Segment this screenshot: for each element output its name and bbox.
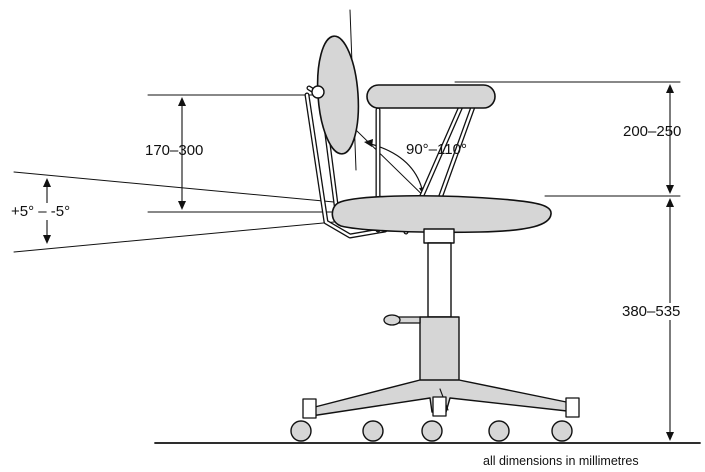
height-lever-knob <box>383 314 401 326</box>
caster-wheel-1 <box>290 420 312 442</box>
gas-lift-housing <box>419 316 460 389</box>
caster-wheel-3 <box>421 420 443 442</box>
caster-wheel-5 <box>551 420 573 442</box>
seat-mount-block <box>423 228 455 244</box>
backrest-angle-label: 90°–110° <box>406 141 467 158</box>
caster-housing-right <box>565 397 580 418</box>
gas-lift-upper <box>427 242 452 318</box>
armrest-height-label: 200–250 <box>623 123 682 140</box>
backrest-height-label: 170–300 <box>145 142 204 159</box>
seat-cushion <box>331 194 552 234</box>
caster-wheel-2 <box>362 420 384 442</box>
armrest-pad <box>366 84 496 109</box>
caster-housing-center <box>432 396 447 417</box>
caster-housing-left <box>302 398 317 419</box>
seat-height-label: 380–535 <box>622 303 681 320</box>
caster-wheel-4 <box>488 420 510 442</box>
seat-tilt-label: +5° – -5° <box>10 203 72 220</box>
units-caption: all dimensions in millimetres <box>483 454 639 468</box>
backrest-pivot <box>311 85 325 99</box>
